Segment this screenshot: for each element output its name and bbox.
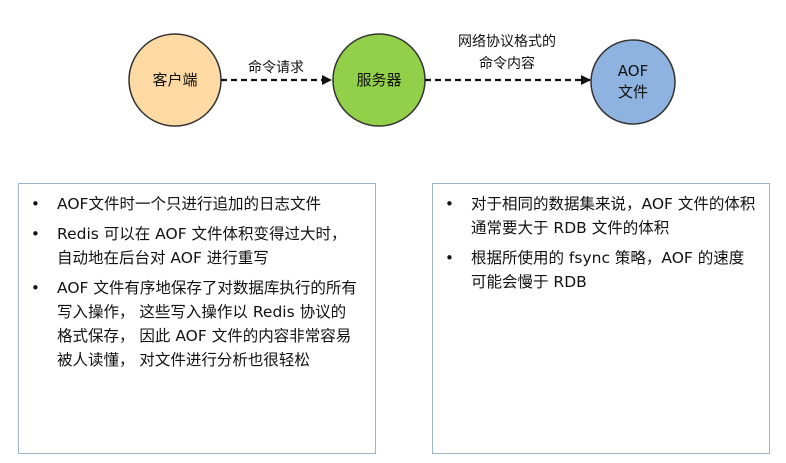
client-node-label: 客户端	[152, 71, 197, 89]
aof-features-list: AOF文件时一个只进行追加的日志文件 Redis 可以在 AOF 文件体积变得过…	[19, 192, 361, 372]
flow-diagram: 客户端 命令请求 服务器 网络协议格式的 命令内容 AOF 文件	[128, 33, 676, 127]
list-item: AOF文件时一个只进行追加的日志文件	[19, 192, 361, 216]
client-to-server-label: 命令请求	[248, 59, 304, 76]
list-item: 对于相同的数据集来说，AOF 文件的体积通常要大于 RDB 文件的体积	[433, 192, 759, 240]
aof-file-node-label-line2: 文件	[618, 83, 648, 101]
server-to-aof-label-line1: 网络协议格式的	[458, 34, 556, 50]
server-node-label: 服务器	[356, 71, 401, 89]
list-item: AOF 文件有序地保存了对数据库执行的所有写入操作， 这些写入操作以 Redis…	[19, 276, 361, 372]
aof-features-box: AOF文件时一个只进行追加的日志文件 Redis 可以在 AOF 文件体积变得过…	[18, 183, 376, 454]
aof-drawbacks-box: 对于相同的数据集来说，AOF 文件的体积通常要大于 RDB 文件的体积 根据所使…	[432, 183, 770, 454]
aof-drawbacks-list: 对于相同的数据集来说，AOF 文件的体积通常要大于 RDB 文件的体积 根据所使…	[433, 192, 759, 294]
list-item: Redis 可以在 AOF 文件体积变得过大时，自动地在后台对 AOF 进行重写	[19, 222, 361, 270]
server-to-aof-label-line2: 命令内容	[479, 55, 535, 72]
aof-file-node	[590, 39, 676, 125]
list-item: 根据所使用的 fsync 策略，AOF 的速度可能会慢于 RDB	[433, 246, 759, 294]
aof-file-node-label-line1: AOF	[618, 62, 648, 80]
